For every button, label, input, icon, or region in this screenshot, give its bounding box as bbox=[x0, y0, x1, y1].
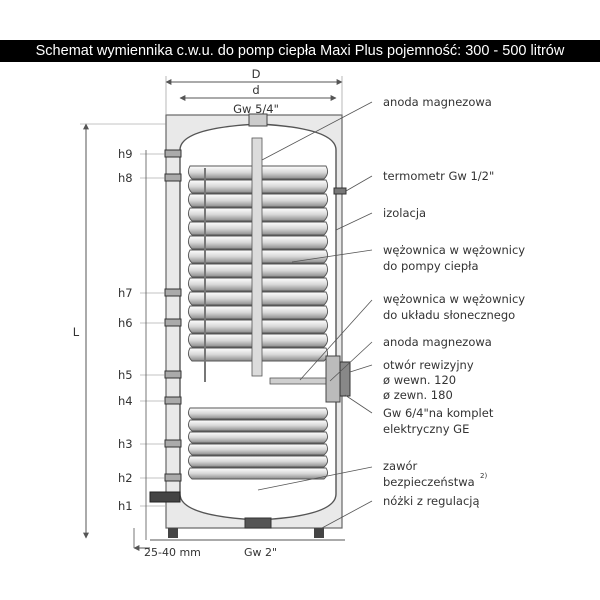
foot-left bbox=[168, 528, 178, 538]
dim-D-label: D bbox=[252, 67, 261, 81]
height-label-h5: h5 bbox=[118, 368, 133, 382]
coil-turn bbox=[187, 443, 329, 456]
callout-inspection-2: ø wewn. 120 bbox=[383, 373, 456, 387]
inspection-opening-flange bbox=[325, 355, 341, 403]
height-label-h4: h4 bbox=[118, 394, 133, 408]
magnesium-anode-top bbox=[251, 137, 263, 377]
height-label-h3: h3 bbox=[118, 437, 133, 451]
top-connection-label: Gw 5/4" bbox=[233, 102, 279, 116]
bottom-connection bbox=[244, 517, 272, 529]
height-label-h6: h6 bbox=[118, 316, 133, 330]
inspection-opening-cap bbox=[339, 361, 351, 397]
callout-inspection-1: otwór rewizyjny bbox=[383, 358, 474, 372]
height-label-h9: h9 bbox=[118, 147, 133, 161]
callout-insulation: izolacja bbox=[383, 206, 426, 220]
coil-turn bbox=[187, 455, 329, 468]
callout-valve-2: bezpieczeństwa bbox=[383, 475, 475, 489]
floor-gap-label: 25-40 mm bbox=[144, 546, 201, 559]
height-label-h7: h7 bbox=[118, 286, 133, 300]
height-dimension-lines: h9 h8 h7 h6 h5 h4 h3 h2 h1 bbox=[118, 147, 165, 540]
coil-turn bbox=[187, 431, 329, 444]
bottom-connection-label: Gw 2" bbox=[244, 546, 277, 559]
callout-solar-coil-1: wężownica w wężownicy bbox=[383, 292, 525, 306]
diagram-title: Schemat wymiennika c.w.u. do pomp ciepła… bbox=[0, 40, 600, 62]
thermometer-port bbox=[333, 187, 347, 195]
left-nozzles bbox=[149, 149, 182, 503]
callout-anode-top: anoda magnezowa bbox=[383, 95, 492, 109]
callout-gw64-1: Gw 6/4"na komplet bbox=[383, 406, 494, 420]
height-label-h2: h2 bbox=[118, 471, 133, 485]
coil-turn bbox=[187, 467, 329, 480]
callout-heat-pump-coil-2: do pompy ciepła bbox=[383, 259, 479, 273]
callout-feet: nóżki z regulacją bbox=[383, 494, 480, 508]
callout-valve-1: zawór bbox=[383, 459, 418, 473]
height-label-h1: h1 bbox=[118, 499, 133, 513]
callout-thermometer: termometr Gw 1/2" bbox=[383, 169, 494, 183]
callout-heat-pump-coil-1: wężownica w wężownicy bbox=[383, 243, 525, 257]
callout-inspection-3: ø zewn. 180 bbox=[383, 388, 453, 402]
coil-turn bbox=[187, 407, 329, 420]
height-label-h8: h8 bbox=[118, 171, 133, 185]
callout-solar-coil-2: do układu słonecznego bbox=[383, 308, 515, 322]
callout-anode-mid: anoda magnezowa bbox=[383, 335, 492, 349]
coil-turn bbox=[187, 419, 329, 432]
dim-L-label: L bbox=[73, 325, 80, 339]
foot-right bbox=[314, 528, 324, 538]
solar-coil bbox=[187, 407, 329, 480]
callout-gw64-2: elektryczny GE bbox=[383, 422, 469, 436]
top-connection bbox=[248, 113, 268, 127]
callout-leaders bbox=[257, 101, 373, 529]
dim-d-label: d bbox=[252, 83, 259, 97]
callout-valve-footnote: 2) bbox=[480, 472, 487, 480]
